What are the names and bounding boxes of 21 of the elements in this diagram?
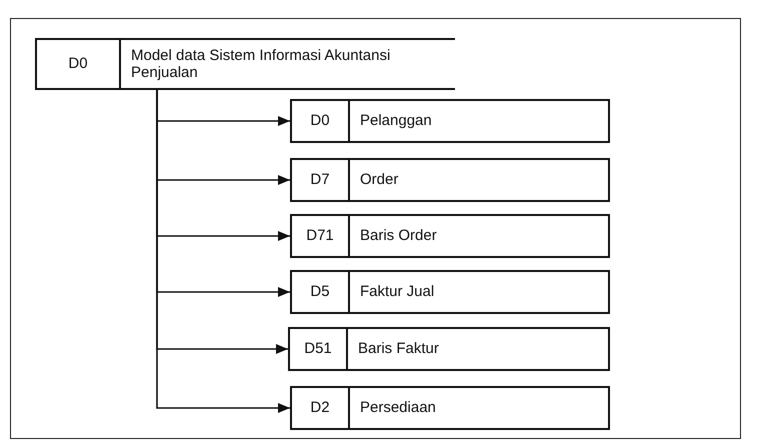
store-name: Pelanggan xyxy=(360,112,432,130)
store-name: Baris Order xyxy=(360,227,437,245)
store-id: D0 xyxy=(68,55,88,73)
store-id: D7 xyxy=(310,171,330,189)
store-id: D5 xyxy=(310,283,330,301)
store-id: D51 xyxy=(304,340,332,358)
store-id: D71 xyxy=(306,227,334,245)
data-store xyxy=(290,99,610,143)
data-store xyxy=(290,386,610,430)
data-store xyxy=(290,158,610,202)
data-store xyxy=(290,270,610,314)
data-store xyxy=(35,38,455,90)
store-name: Order xyxy=(360,171,398,189)
store-id: D0 xyxy=(310,112,330,130)
data-store xyxy=(290,214,610,258)
store-id: D2 xyxy=(310,399,330,417)
store-name: Persediaan xyxy=(360,399,436,417)
store-name: Faktur Jual xyxy=(360,283,434,301)
data-store xyxy=(288,327,610,371)
store-name: Model data Sistem Informasi Akuntansi Penjualan xyxy=(131,46,392,82)
store-name: Baris Faktur xyxy=(358,340,439,358)
